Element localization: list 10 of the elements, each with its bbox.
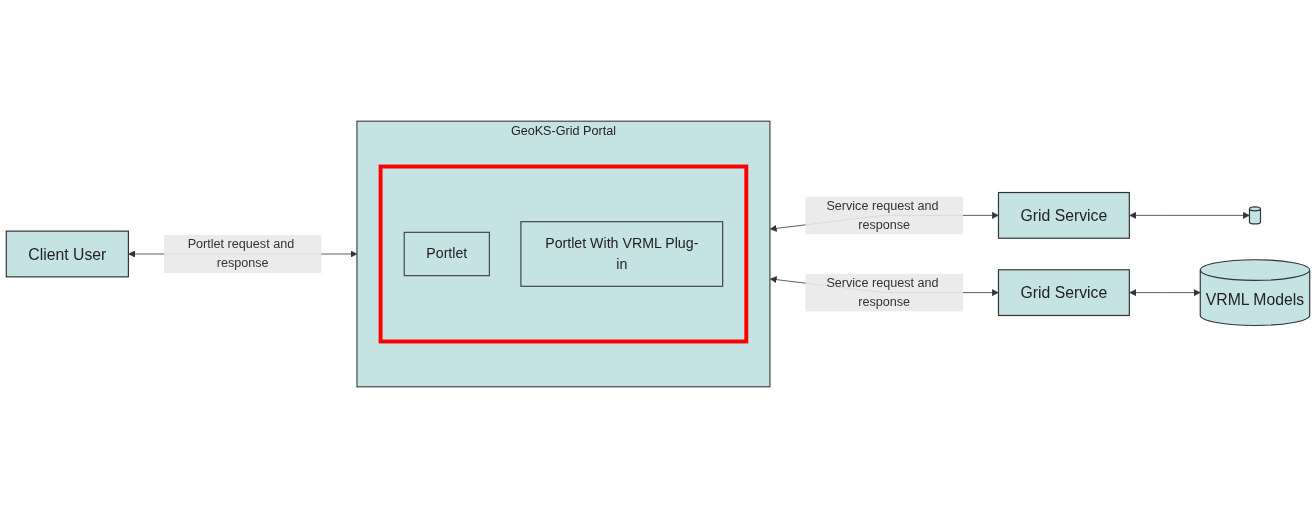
node-box: Portlet With VRML Plug-in <box>520 221 724 287</box>
node-box: Grid Service <box>997 269 1130 317</box>
edge-label: Service request and response <box>826 276 939 309</box>
node-cylinder <box>1248 206 1262 225</box>
edge-label: Portlet request and response <box>187 237 295 270</box>
cluster <box>378 164 749 344</box>
node-box: Grid Service <box>997 191 1130 239</box>
edge-label: Service request and response <box>826 198 939 232</box>
node-box: Client User <box>5 230 129 278</box>
node-box: Portlet <box>403 231 490 277</box>
